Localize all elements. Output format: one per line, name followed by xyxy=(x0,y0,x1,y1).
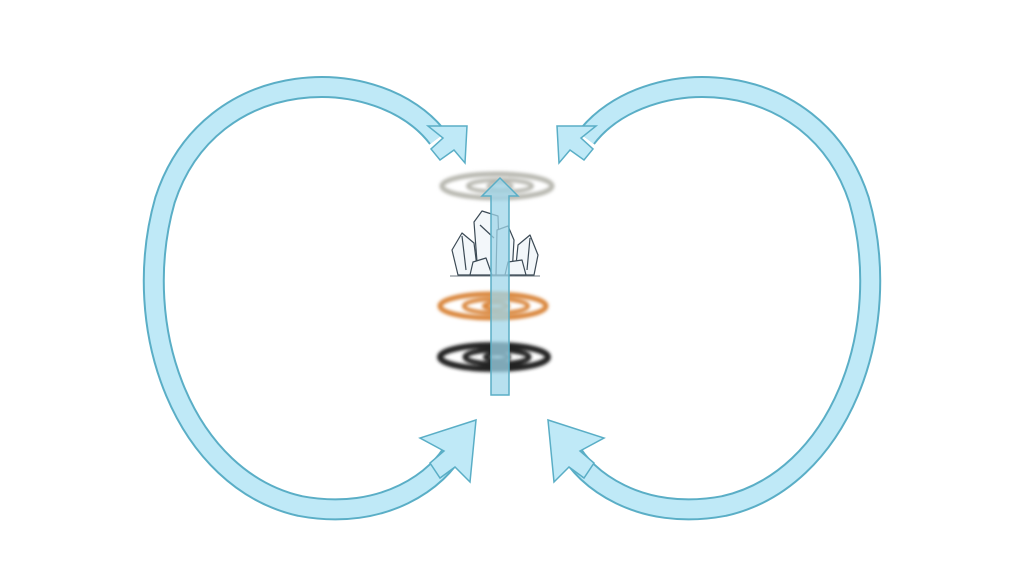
left-cycle-arrow xyxy=(154,87,476,509)
center-up-arrow xyxy=(480,176,520,396)
right-cycle-arrow xyxy=(548,87,870,509)
